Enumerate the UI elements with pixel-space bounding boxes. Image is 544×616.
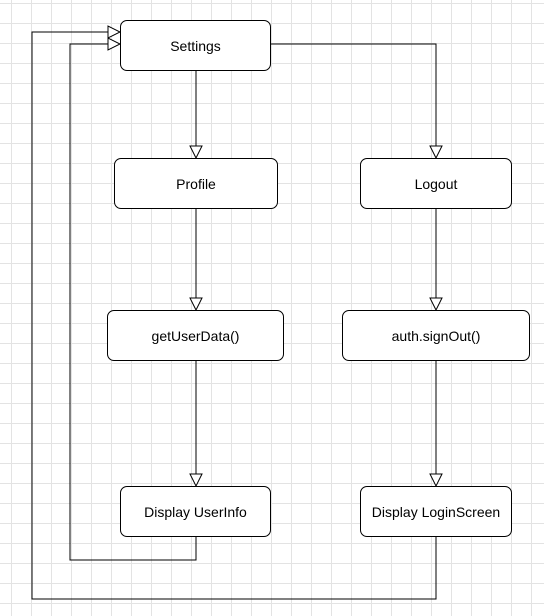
node-display-user-info[interactable]: Display UserInfo: [120, 486, 271, 537]
node-display-user-info-label: Display UserInfo: [144, 503, 247, 520]
arrowhead-signout-icon: [429, 297, 443, 312]
edge-displayloginscreen-to-settings: [31, 31, 437, 600]
arrowhead-getuserdata-icon: [189, 297, 203, 312]
node-display-login-screen[interactable]: Display LoginScreen: [360, 486, 512, 537]
arrowhead-logout-icon: [429, 145, 443, 160]
node-auth-sign-out[interactable]: auth.signOut(): [342, 310, 530, 361]
node-auth-sign-out-label: auth.signOut(): [391, 327, 481, 344]
arrowhead-displayloginscreen-icon: [429, 473, 443, 488]
arrowhead-settings-outer-icon: [107, 25, 122, 39]
node-display-login-screen-label: Display LoginScreen: [371, 503, 501, 520]
arrowhead-profile-icon: [189, 145, 203, 160]
node-logout-label: Logout: [414, 175, 458, 192]
node-settings-label: Settings: [170, 37, 221, 54]
arrowhead-settings-inner-icon: [107, 37, 122, 51]
node-get-user-data-label: getUserData(): [151, 327, 240, 344]
node-profile-label: Profile: [176, 175, 216, 192]
node-logout[interactable]: Logout: [360, 158, 512, 209]
arrowhead-displayuserinfo-icon: [189, 473, 203, 488]
edge-displayuserinfo-to-settings: [69, 43, 197, 561]
edge-settings-to-logout: [270, 43, 437, 146]
node-profile[interactable]: Profile: [114, 158, 278, 209]
node-settings[interactable]: Settings: [120, 20, 271, 71]
node-get-user-data[interactable]: getUserData(): [107, 310, 284, 361]
